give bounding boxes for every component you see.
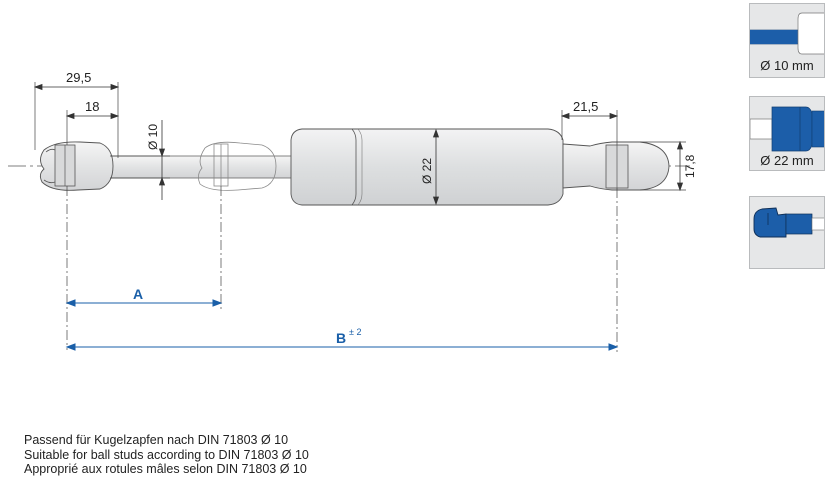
tube-22mm-label: Ø 22 mm	[760, 153, 814, 168]
right-end-fitting	[562, 141, 670, 191]
compatibility-notes: Passend für Kugelzapfen nach DIN 71803 Ø…	[24, 433, 309, 477]
dim-18: 18	[85, 99, 99, 114]
option-tube-22mm[interactable]: Ø 22 mm	[749, 96, 825, 171]
note-english: Suitable for ball studs according to DIN…	[24, 447, 309, 462]
dim-label-b: B	[336, 330, 346, 346]
note-french: Approprié aux rotules mâles selon DIN 71…	[24, 462, 307, 476]
dim-diameter-10: Ø 10	[146, 124, 160, 150]
p-fitting-icon	[753, 207, 824, 238]
option-rod-10mm[interactable]: Ø 10 mm	[749, 3, 825, 78]
tube-22mm-icon	[750, 106, 824, 152]
dim-21-5: 21,5	[573, 99, 598, 114]
option-p-fitting[interactable]: P	[749, 196, 825, 269]
dim-17-8: 17,8	[683, 154, 697, 178]
piston-rod	[107, 155, 297, 179]
dim-label-a: A	[133, 286, 143, 302]
cylinder-body	[290, 128, 564, 206]
rod-10mm-label: Ø 10 mm	[760, 58, 814, 73]
ghost-end-fitting	[198, 141, 277, 191]
left-end-fitting	[39, 141, 114, 191]
rod-10mm-icon	[750, 12, 824, 55]
dim-label-b-tolerance: ± 2	[349, 327, 361, 337]
dim-29-5: 29,5	[66, 70, 91, 85]
dim-diameter-22: Ø 22	[420, 158, 434, 184]
note-german: Passend für Kugelzapfen nach DIN 71803 Ø…	[24, 433, 289, 447]
